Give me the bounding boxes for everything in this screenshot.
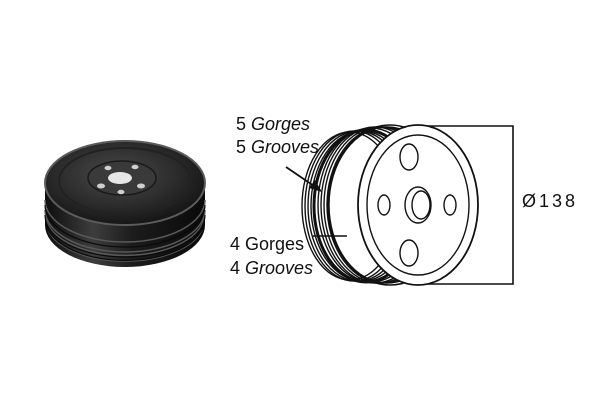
diameter-dimension-line [427, 125, 514, 285]
pulley-photo-bolt-holes [97, 164, 145, 195]
drawing-inner-rim [366, 134, 470, 276]
label-5-gorges: 5 Gorges [236, 114, 311, 134]
pulley-photo-center-hole [108, 172, 132, 184]
drawing-front-face [357, 124, 479, 286]
label-4-grooves: 4 Grooves [230, 258, 314, 278]
diameter-label: Ø138 [522, 191, 579, 211]
label-4-gorges: 4 Gorges [230, 234, 305, 254]
pulley-photo-grooves [44, 199, 206, 262]
pointer-arrow-upper [285, 166, 322, 192]
drawing-lightening-holes [377, 143, 457, 267]
drawing-hub [404, 186, 432, 224]
label-5-grooves: 5 Grooves [236, 137, 320, 157]
